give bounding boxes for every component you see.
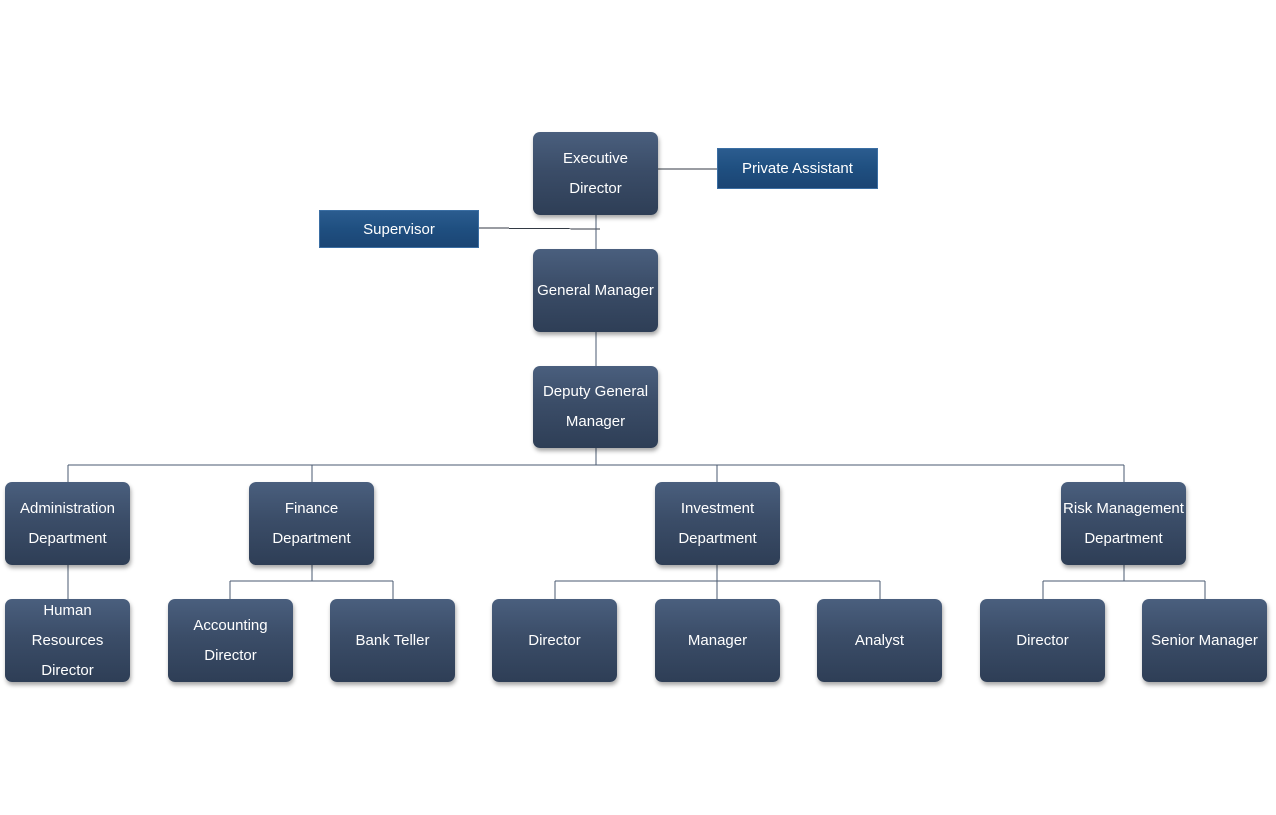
node-label: Manager [687,631,748,649]
node-label: Private Assistant [742,160,853,177]
node-accounting-director: Accounting Director [168,599,293,682]
node-executive-director: Executive Director [533,132,658,215]
node-administration-department: Administration Department [5,482,130,565]
node-deputy-general-manager: Deputy General Manager [533,366,658,448]
node-investment-analyst: Analyst [817,599,942,682]
node-supervisor: Supervisor [319,210,479,248]
node-human-resources-director: Human Resources Director [5,599,130,682]
node-label: Accounting Director [193,616,268,664]
node-general-manager: General Manager [533,249,658,332]
node-bank-teller: Bank Teller [330,599,455,682]
node-risk-director: Director [980,599,1105,682]
node-label: Senior Manager [1151,631,1258,649]
node-risk-senior-manager: Senior Manager [1142,599,1267,682]
node-label: Director [1016,631,1069,649]
node-risk-management-department: Risk Management Department [1061,482,1186,565]
node-label: Analyst [854,631,905,649]
node-label: Human Resources Director [31,601,104,679]
node-label: Executive Director [562,149,629,197]
node-private-assistant: Private Assistant [717,148,878,189]
node-finance-department: Finance Department [249,482,374,565]
node-label: Risk Management Department [1063,499,1184,547]
connector-supervisor [477,227,601,230]
node-label: Finance Department [272,499,351,547]
node-label: Investment Department [678,499,757,547]
node-investment-department: Investment Department [655,482,780,565]
node-label: Bank Teller [355,631,430,649]
node-label: Deputy General Manager [542,383,649,430]
node-investment-director: Director [492,599,617,682]
node-label: General Manager [537,281,654,299]
node-label: Administration Department [19,499,116,547]
node-label: Director [528,631,581,649]
node-label: Supervisor [363,220,435,238]
node-investment-manager: Manager [655,599,780,682]
